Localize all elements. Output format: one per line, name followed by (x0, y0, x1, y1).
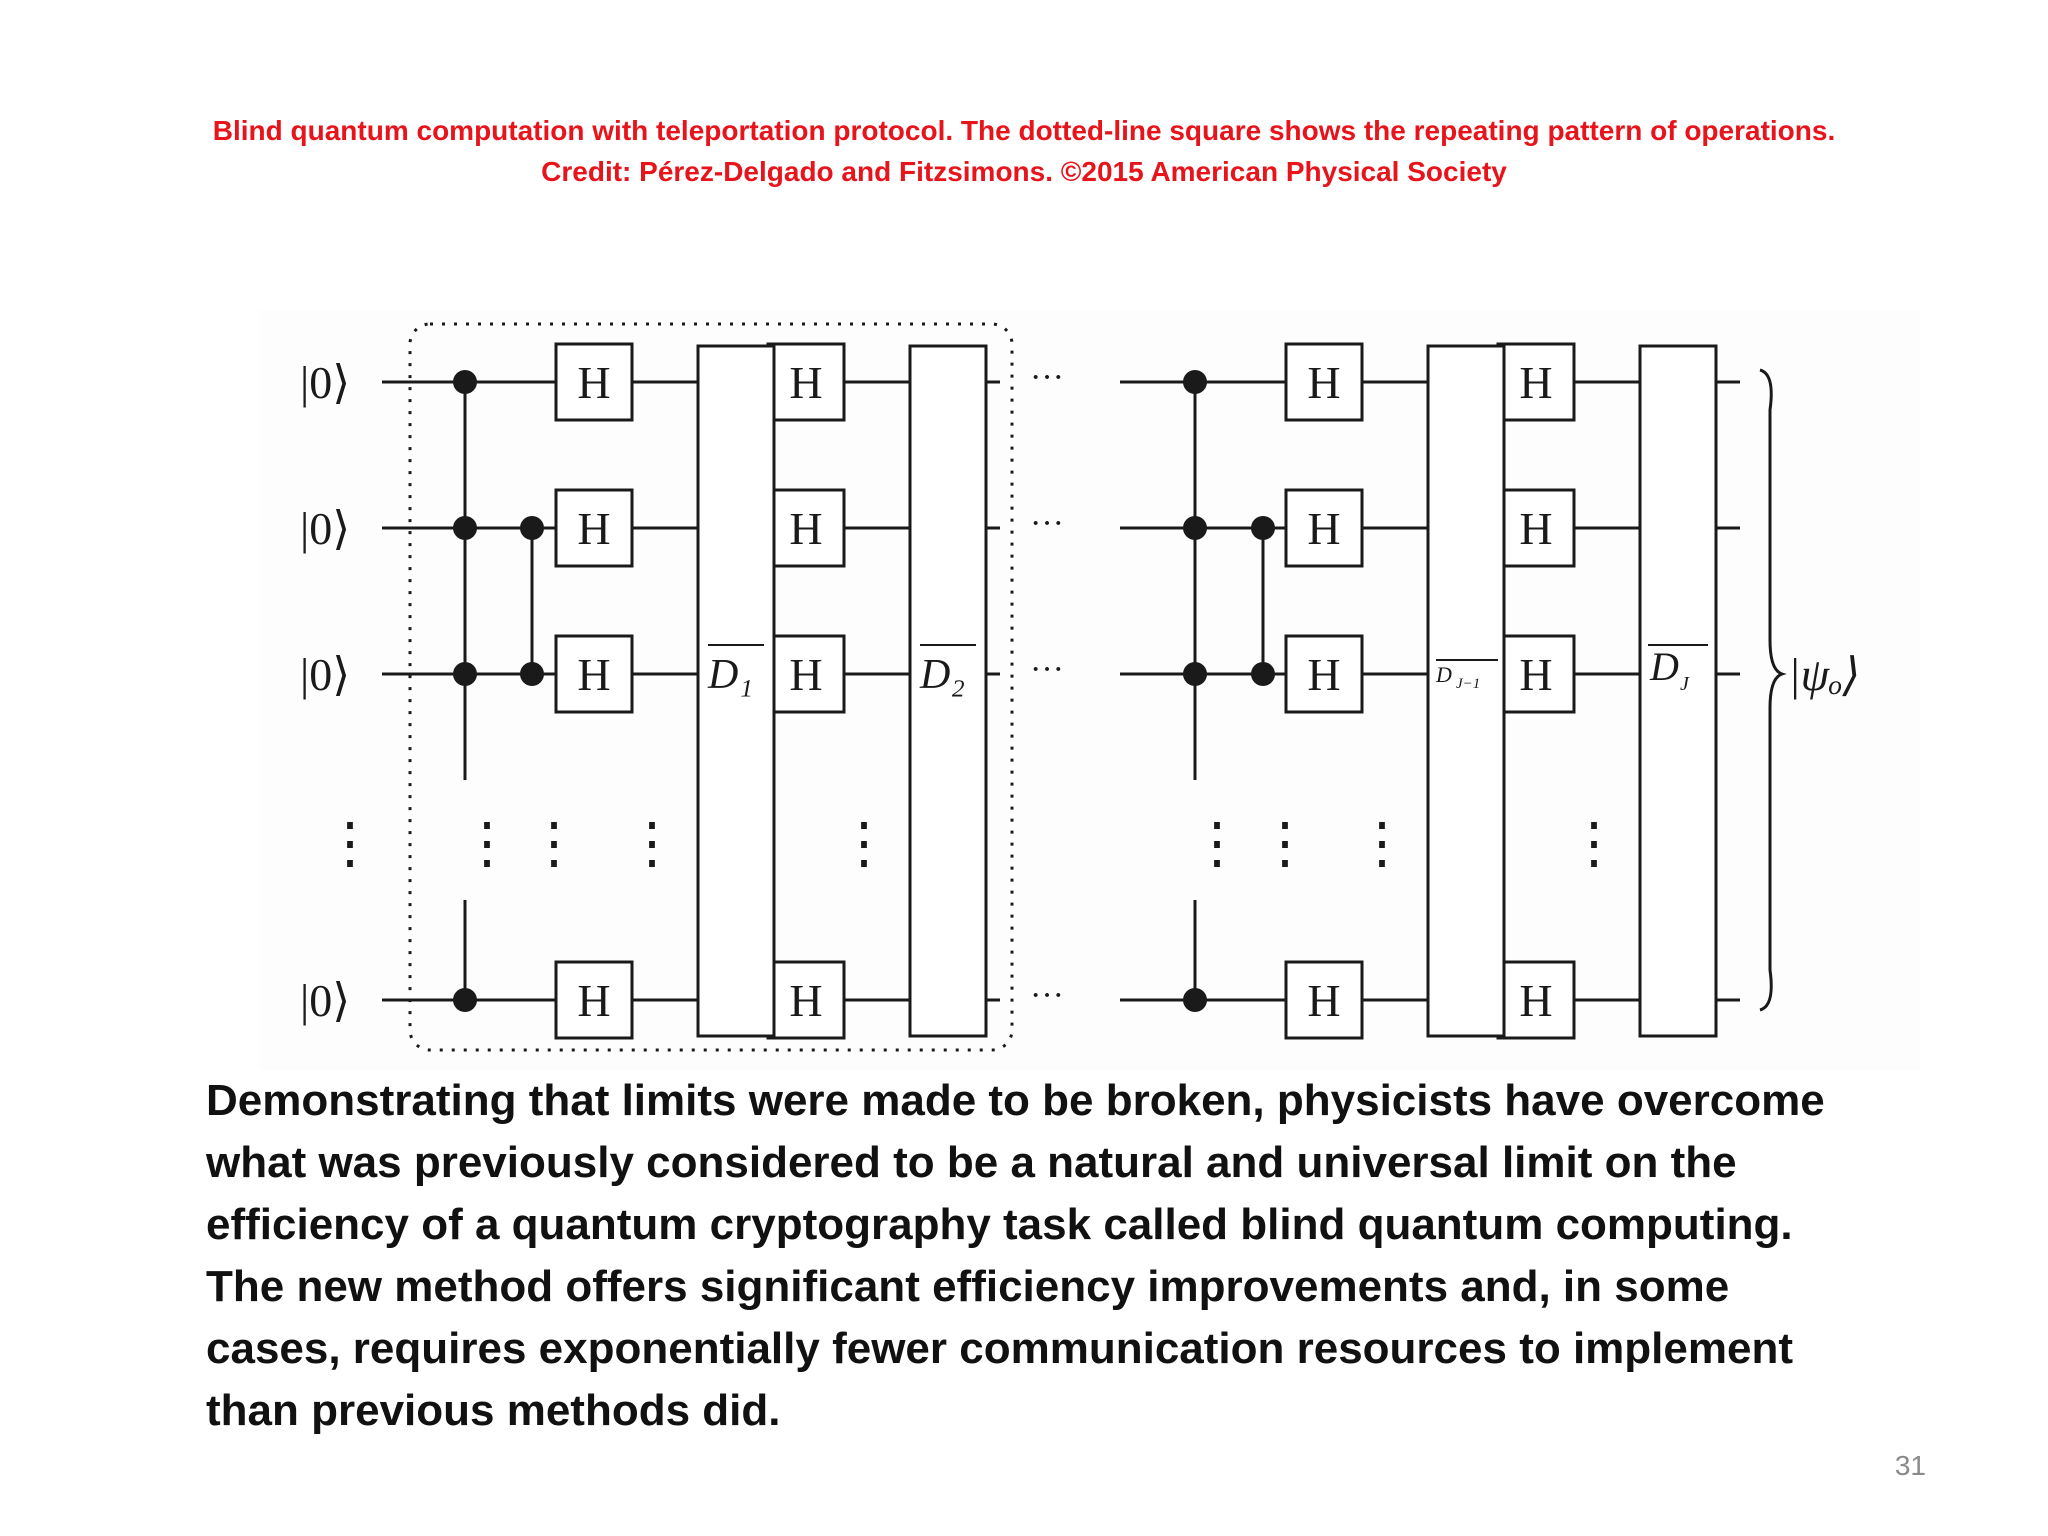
hadamard-gate-label: H (1519, 975, 1552, 1026)
dj-1-label: D (1435, 662, 1452, 687)
hadamard-gate-label: H (789, 649, 822, 700)
control-dot (520, 516, 544, 540)
repeating-pattern-box (408, 322, 1014, 1052)
paragraph-line: cases, requires exponentially fewer comm… (206, 1324, 1793, 1373)
hadamard-gate-label: H (1307, 503, 1340, 554)
hadamard-gate-label: H (577, 975, 610, 1026)
hadamard-gate (766, 488, 846, 568)
figure-caption: Blind quantum computation with teleporta… (0, 110, 2048, 192)
input-label: |0⟩ (300, 975, 350, 1026)
hadamard-gate-label: H (1519, 503, 1552, 554)
output-brace (1759, 368, 1787, 1012)
hadamard-gate (1284, 488, 1364, 568)
page-number: 31 (1894, 1450, 1926, 1481)
hadamard-gate-label: H (1307, 649, 1340, 700)
hadamard-gate (554, 488, 634, 568)
hadamard-gate-label: H (1307, 357, 1340, 408)
hadamard-gate (766, 342, 846, 422)
hadamard-gate-label: H (577, 357, 610, 408)
horizontal-ellipsis: ··· (1030, 651, 1064, 688)
hadamard-gate (554, 634, 634, 714)
caption-line-1: Blind quantum computation with teleporta… (212, 115, 1836, 146)
hadamard-gate (554, 342, 634, 422)
hadamard-gate (766, 634, 846, 714)
d1-label: D₁ (707, 652, 753, 698)
body-paragraph: Demonstrating that limits were made to b… (206, 1070, 1906, 1442)
hadamard-gate (766, 960, 846, 1040)
vertical-ellipsis: ⋮ (836, 813, 892, 875)
paragraph-line: Demonstrating that limits were made to b… (206, 1076, 1825, 1125)
hadamard-gate-label: H (1307, 975, 1340, 1026)
vertical-ellipsis: ⋮ (1257, 813, 1313, 875)
control-dot (520, 662, 544, 686)
vertical-ellipsis: ⋮ (526, 813, 582, 875)
hadamard-gate (1496, 960, 1576, 1040)
control-dot (453, 662, 477, 686)
d2-block (908, 344, 988, 1038)
control-dot (1183, 516, 1207, 540)
dj-block (1638, 344, 1718, 1038)
paragraph-line: what was previously considered to be a n… (206, 1138, 1737, 1187)
horizontal-ellipsis: ··· (1030, 977, 1064, 1014)
control-dot (1183, 370, 1207, 394)
dj-1-block (1426, 344, 1506, 1038)
hadamard-gate-label: H (789, 357, 822, 408)
vertical-ellipsis: ⋮ (459, 813, 515, 875)
vertical-ellipsis: ⋮ (322, 813, 378, 875)
dj-label: D (1649, 644, 1679, 689)
input-label: |0⟩ (300, 357, 350, 408)
hadamard-gate-label: H (577, 649, 610, 700)
vertical-ellipsis: ⋮ (1566, 813, 1622, 875)
horizontal-ellipsis: ··· (1030, 505, 1064, 542)
d2-label: D₂ (919, 652, 965, 698)
hadamard-gate-label: H (1519, 649, 1552, 700)
horizontal-ellipsis: ··· (1030, 359, 1064, 396)
paragraph-line: efficiency of a quantum cryptography tas… (206, 1200, 1793, 1249)
output-state-label: |ψₒ⟩ (1788, 649, 1860, 700)
quantum-circuit-diagram: H H H H H H H H H H H H H H H H D₁ D₂ D J−1 D J |0⟩ |0⟩… (260, 310, 1920, 1070)
hadamard-gate-label: H (789, 975, 822, 1026)
control-dot (453, 516, 477, 540)
hadamard-gate (1284, 342, 1364, 422)
dj-1-subscript: J−1 (1456, 676, 1480, 692)
control-dot (1251, 662, 1275, 686)
hadamard-gate (1496, 488, 1576, 568)
hadamard-gate (554, 960, 634, 1040)
vertical-ellipsis: ⋮ (1189, 813, 1245, 875)
hadamard-gate-label: H (789, 503, 822, 554)
hadamard-gate-label: H (577, 503, 610, 554)
vertical-ellipsis: ⋮ (624, 813, 680, 875)
dj-subscript: J (1680, 673, 1690, 695)
hadamard-gate (1284, 634, 1364, 714)
hadamard-gate (1496, 634, 1576, 714)
hadamard-gate (1284, 960, 1364, 1040)
paragraph-line: The new method offers significant effici… (206, 1262, 1730, 1311)
hadamard-gate-label: H (1519, 357, 1552, 408)
control-dot (453, 370, 477, 394)
input-label: |0⟩ (300, 649, 350, 700)
d1-block (696, 344, 776, 1038)
control-dot (1183, 662, 1207, 686)
hadamard-gate (1496, 342, 1576, 422)
control-dot (1183, 988, 1207, 1012)
input-label: |0⟩ (300, 503, 350, 554)
caption-line-2: Credit: Pérez-Delgado and Fitzsimons. ©2… (541, 156, 1507, 187)
vertical-ellipsis: ⋮ (1354, 813, 1410, 875)
control-dot (1251, 516, 1275, 540)
paragraph-line: than previous methods did. (206, 1386, 781, 1435)
control-dot (453, 988, 477, 1012)
